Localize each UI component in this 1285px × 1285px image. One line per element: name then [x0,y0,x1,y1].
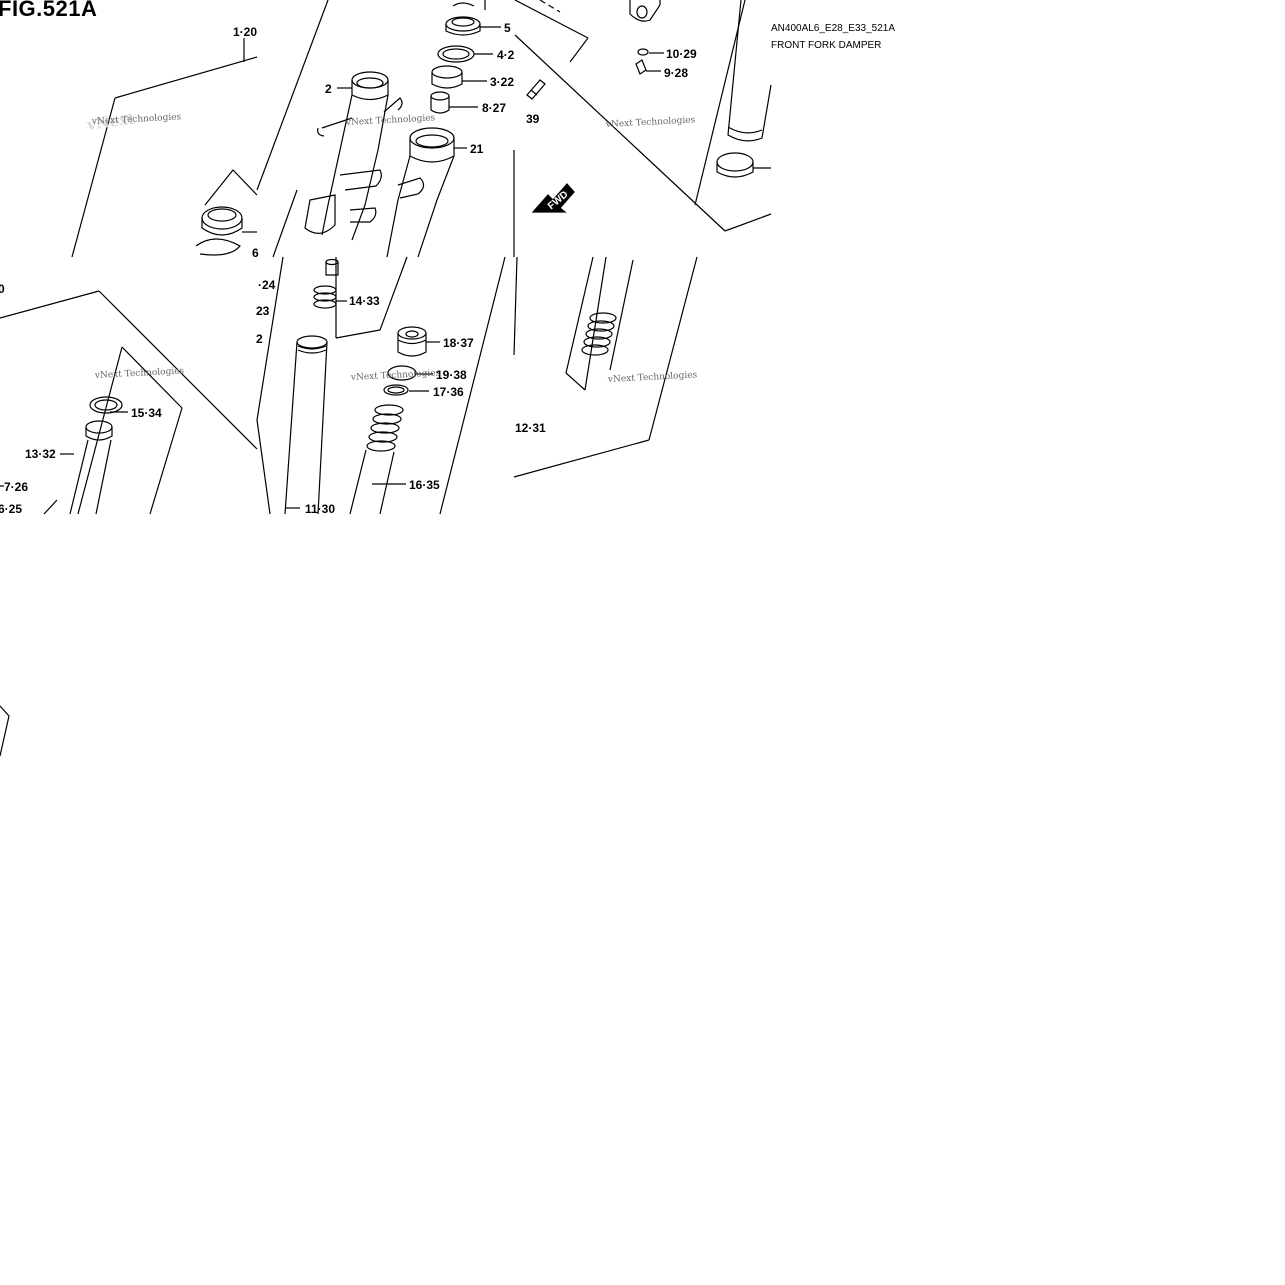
bolt-part [526,79,546,100]
fork-pipe-part [716,0,772,178]
callout-10: 10·29 [666,47,697,61]
cylinder-part [284,335,328,515]
callout-7: 7·26 [4,480,28,494]
diagram-tile-middle [256,256,506,515]
watermark-text-4: vNext Technologies [94,366,185,381]
callout-0: 0 [0,282,5,296]
callout-6: 6·25 [0,502,22,516]
callout-19: 19·38 [436,368,467,382]
watermark-text-5: vNext Technologies [350,368,441,383]
callout-14: 14·33 [349,294,380,308]
bushing-part [430,91,450,114]
watermark-text-2: vNext Technologies [345,113,436,128]
diagram-tile-top-middle [256,0,501,258]
callout-16: 16·35 [409,478,440,492]
damper-spring-part [581,312,617,356]
circlip-part [195,238,241,256]
callout-6b: 6 [252,246,259,260]
rebound-spring-part [313,285,337,309]
fwd-direction-arrow [531,183,575,213]
diagram-tile-bottom-left [0,705,10,757]
damper-rod-upper-part [629,0,661,22]
callout-9: 9·28 [664,66,688,80]
dust-ring-part [437,45,475,63]
figure-title: FIG.521A [0,0,98,21]
callout-23: 23 [256,304,270,318]
callout-8: 8·27 [482,101,506,115]
callout-11: 11·30 [305,502,335,516]
callout-24: ·24 [258,278,276,292]
outer-tube-part [304,71,403,241]
callout-1: 1·20 [233,25,257,39]
slide-metal-part [431,65,463,89]
watermark-text-3: vNext Technologies [605,115,696,130]
stopper-ring-part [89,396,123,414]
callout-5: 5 [504,21,511,35]
callout-2b: 2 [256,332,263,346]
callout-4: 4·2 [497,48,515,62]
inner-tube-part [386,127,455,258]
spacer-part [85,420,113,441]
seal-ring-part [201,206,243,236]
diagram-tile-middle-left [0,290,258,515]
damper-bolt-part [635,59,647,75]
callout-39: 39 [526,112,540,126]
oil-seal-part [445,16,481,36]
gasket-washer-part [637,48,649,56]
o-ring-part [387,365,417,381]
figure-code: AN400AL6_E28_E33_521A [771,23,895,34]
watermark-group: vNext vNext Technologies vNext Technolog… [85,109,698,385]
diagram-tile-top-left [71,38,258,258]
callout-18: 18·37 [443,336,474,350]
fork-spring-part [366,404,404,452]
callout-2: 2 [325,82,332,96]
callout-13: 13·32 [25,447,56,461]
diagram-tile-middle-right [513,256,698,478]
callout-17: 17·36 [433,385,464,399]
damper-rod-lower-part [325,258,339,276]
callout-21: 21 [470,142,484,156]
spacer-ring-part [383,384,409,396]
diagram-tile-top-right [513,0,772,257]
watermark-text-6: vNext Technologies [607,370,698,385]
callout-3: 3·22 [490,75,514,89]
callout-12: 12·31 [515,421,546,435]
callout-labels: 1·20 2 5 4·2 3·22 8·27 21 39 10·29 9·28 … [0,21,697,516]
callout-15: 15·34 [131,406,162,420]
fork-cap-bolt-part [397,326,427,357]
figure-name: FRONT FORK DAMPER [771,40,882,51]
watermark-text-1: vNext Technologies [91,112,182,127]
